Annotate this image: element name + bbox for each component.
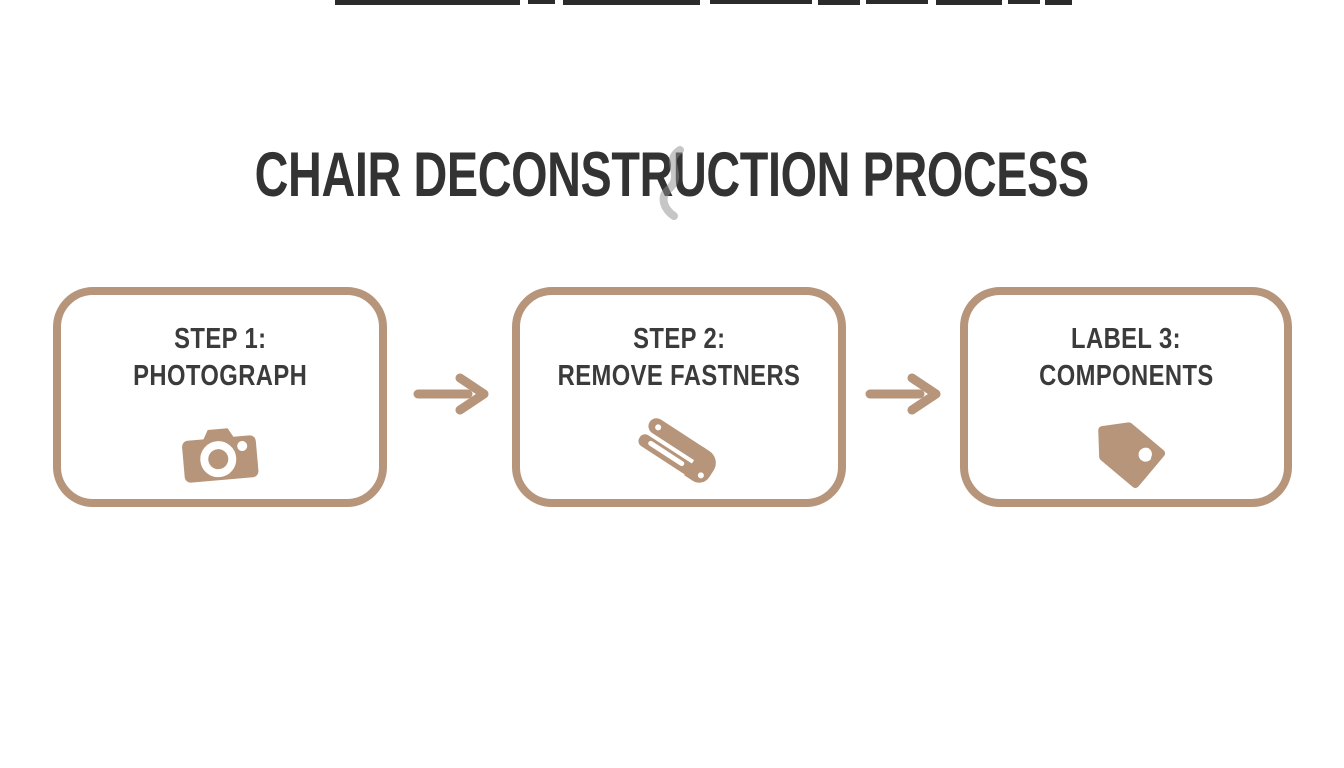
arrow-right-icon: [413, 373, 489, 415]
step-label: STEP 1:: [173, 323, 267, 355]
cropped-text-remnant: [335, 0, 1072, 6]
step-label: LABEL 3:: [1071, 323, 1181, 355]
step-title: REMOVE FASTNERS: [557, 360, 801, 392]
step-label: STEP 2:: [632, 323, 726, 355]
step-box-remove-fasteners: STEP 2: REMOVE FASTNERS: [512, 287, 846, 507]
tag-icon: [1081, 407, 1171, 499]
cursor-artifact: [659, 146, 684, 220]
arrow-right-icon: [865, 373, 941, 415]
step-title: PHOTOGRAPH: [132, 360, 308, 392]
step-title: COMPONENTS: [1038, 360, 1214, 392]
step-box-label-components: LABEL 3: COMPONENTS: [960, 287, 1292, 507]
camera-icon: [177, 407, 263, 499]
step-box-photograph: STEP 1: PHOTOGRAPH: [53, 287, 387, 507]
stapler-icon: [629, 407, 729, 501]
